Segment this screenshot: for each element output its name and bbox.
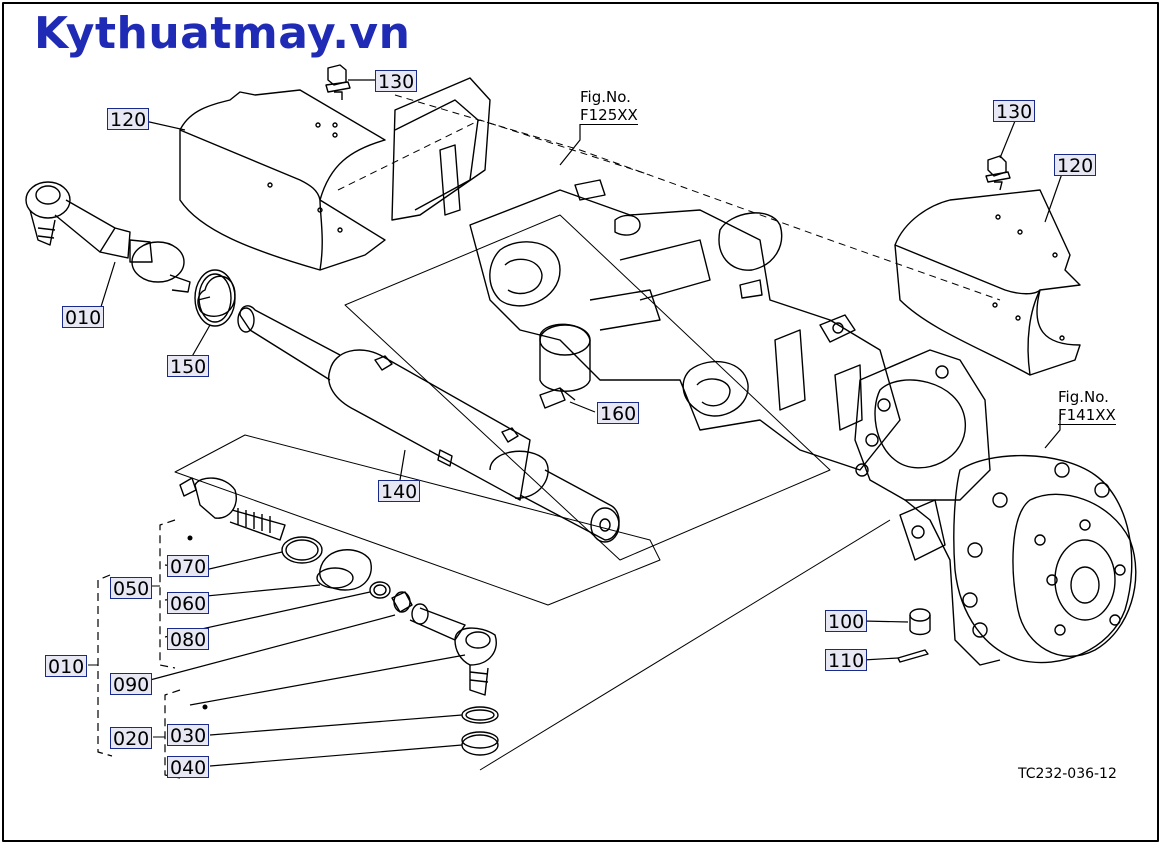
plug-160 bbox=[539, 387, 576, 409]
figure-ref-f125[interactable]: Fig.No. F125XX bbox=[580, 88, 638, 125]
part-label-050[interactable]: 050 bbox=[110, 577, 153, 600]
part-label-120-right[interactable]: 120 bbox=[1054, 154, 1097, 177]
part-label-080[interactable]: 080 bbox=[167, 628, 210, 651]
part-label-020[interactable]: 020 bbox=[110, 727, 153, 750]
part-label-140[interactable]: 140 bbox=[378, 480, 421, 503]
figure-ref-f125-number: F125XX bbox=[580, 106, 638, 125]
figure-ref-f141-title: Fig.No. bbox=[1058, 388, 1109, 406]
cover-120-right-drawing bbox=[894, 189, 1081, 376]
group-dots bbox=[187, 535, 208, 710]
tie-rod-end-upper bbox=[25, 181, 236, 317]
snap-ring-150 bbox=[194, 269, 236, 327]
bolt-130-drawings bbox=[325, 64, 1011, 191]
figure-ref-f141[interactable]: Fig.No. F141XX bbox=[1058, 388, 1116, 425]
part-label-130-left[interactable]: 130 bbox=[375, 70, 418, 93]
figure-ref-f141-number: F141XX bbox=[1058, 406, 1116, 425]
part-label-100[interactable]: 100 bbox=[825, 610, 868, 633]
cover-120-left-drawing bbox=[179, 89, 386, 271]
nut-100-and-pin-110 bbox=[897, 608, 931, 663]
group-brackets bbox=[97, 519, 181, 779]
part-label-010-lower[interactable]: 010 bbox=[45, 655, 88, 678]
final-drive-case bbox=[854, 349, 1137, 666]
drawing-frame bbox=[2, 2, 1159, 842]
part-label-120-left[interactable]: 120 bbox=[107, 108, 150, 131]
drawing-code: TC232-036-12 bbox=[1018, 766, 1117, 782]
tie-rod-lower-assembly bbox=[179, 477, 499, 756]
front-axle-housing bbox=[391, 77, 901, 471]
part-label-130-right[interactable]: 130 bbox=[993, 100, 1036, 123]
part-label-090[interactable]: 090 bbox=[110, 673, 153, 696]
part-label-160[interactable]: 160 bbox=[597, 402, 640, 425]
part-label-150[interactable]: 150 bbox=[167, 355, 210, 378]
part-label-040[interactable]: 040 bbox=[167, 756, 210, 779]
part-label-070[interactable]: 070 bbox=[167, 555, 210, 578]
part-label-030[interactable]: 030 bbox=[167, 724, 210, 747]
part-label-110[interactable]: 110 bbox=[825, 649, 868, 672]
figure-ref-f125-title: Fig.No. bbox=[580, 88, 631, 106]
part-label-060[interactable]: 060 bbox=[167, 592, 210, 615]
assembly-outline-lines bbox=[337, 94, 1001, 301]
reference-planes bbox=[174, 214, 891, 771]
part-label-010-upper[interactable]: 010 bbox=[62, 306, 105, 329]
steering-cylinder-140 bbox=[237, 305, 620, 543]
site-watermark: Kythuatmay.vn bbox=[34, 8, 411, 59]
group-bracket-ticks bbox=[88, 580, 165, 738]
